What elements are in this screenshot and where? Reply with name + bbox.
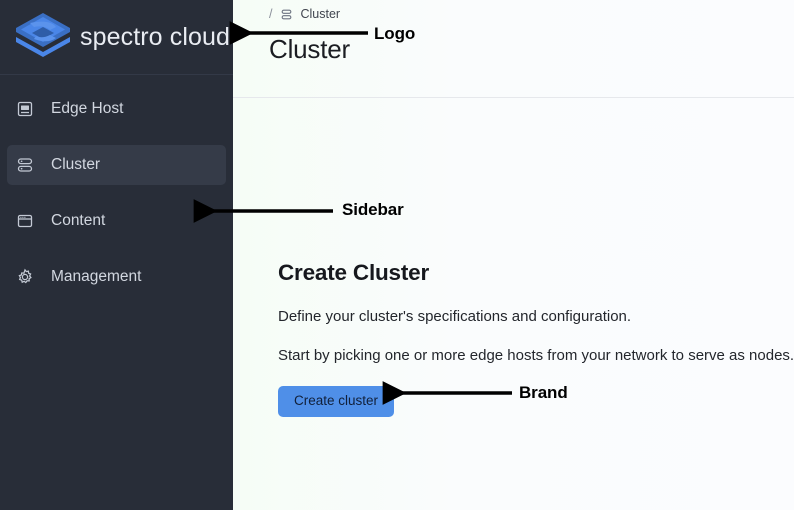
brand-name: spectro cloud [80,22,230,51]
annotation-label-logo: Logo [374,24,416,43]
annotation-label-sidebar: Sidebar [342,200,404,219]
create-cluster-button[interactable]: Create cluster [278,386,395,417]
sidebar-item-label: Content [51,212,106,229]
sidebar-item-label: Management [51,268,142,285]
create-cluster-description-1: Define your cluster's specifications and… [278,308,632,325]
breadcrumb-separator: / [269,7,273,21]
sidebar-nav: Edge Host Cluster [0,75,233,297]
sidebar-item-edge-host[interactable]: Edge Host [7,89,226,129]
spectro-cloud-logo-icon [16,13,70,57]
content-icon [15,211,35,231]
annotation-label-brand: Brand [519,383,568,402]
create-cluster-panel: Create Cluster Define your cluster's spe… [278,260,794,417]
page-title: Cluster [269,34,350,64]
sidebar-item-management[interactable]: Management [7,257,226,297]
breadcrumb-item-cluster[interactable]: Cluster [300,7,341,21]
main-content: / Cluster Cluster Create Cluster Define … [233,0,794,510]
sidebar-item-label: Cluster [51,156,101,173]
sidebar-item-label: Edge Host [51,100,124,117]
gear-icon [15,267,35,287]
sidebar-item-content[interactable]: Content [7,201,226,241]
cluster-icon [279,7,293,21]
sidebar-item-cluster[interactable]: Cluster [7,145,226,185]
edge-host-icon [15,99,35,119]
sidebar: spectro cloud Edge Host [0,0,233,510]
cluster-icon [15,155,35,175]
create-cluster-heading: Create Cluster [278,260,430,285]
header-divider [233,97,794,98]
breadcrumb: / Cluster [233,0,794,22]
sidebar-logo-header[interactable]: spectro cloud [0,0,233,75]
create-cluster-description-2: Start by picking one or more edge hosts … [278,347,794,364]
